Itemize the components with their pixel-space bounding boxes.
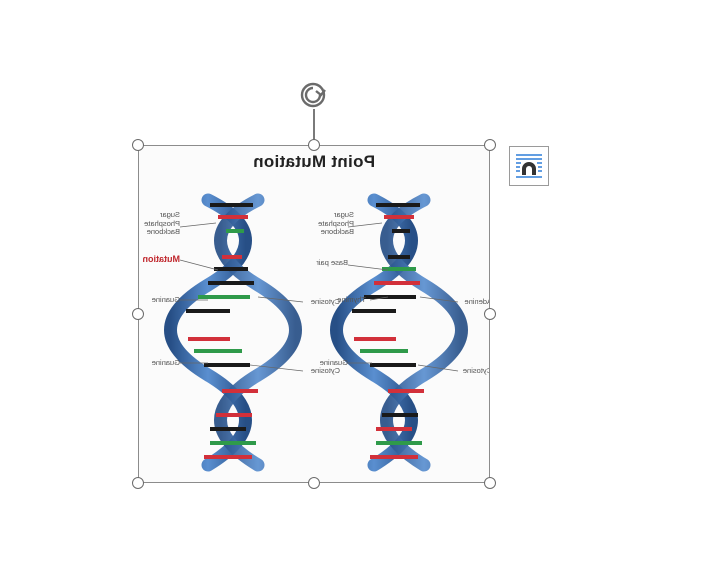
label-base-pair: Base pair — [316, 258, 348, 267]
rotate-handle-icon[interactable] — [299, 80, 329, 110]
resize-handle-bottom-right[interactable] — [484, 477, 496, 489]
layout-options-icon — [516, 154, 542, 178]
rotate-stem — [313, 109, 315, 145]
resize-handle-left[interactable] — [132, 308, 144, 320]
diagram-title: Point Mutation — [252, 152, 376, 171]
label-cytosine-left-2: Cytosine — [310, 366, 340, 375]
label-thymine: Thymine — [337, 295, 366, 304]
helix-right — [330, 193, 468, 472]
resize-handle-top-left[interactable] — [132, 139, 144, 151]
label-backbone-left: Sugar Phosphate Backbone — [144, 210, 180, 236]
resize-handle-bottom-left[interactable] — [132, 477, 144, 489]
label-cytosine-right: Cytosine — [462, 366, 490, 375]
resize-handle-right[interactable] — [484, 308, 496, 320]
layout-options-button[interactable] — [509, 146, 549, 186]
leader-lines — [179, 222, 459, 372]
selected-picture[interactable]: Point Mutation Sugar Phosphate Backbone … — [138, 145, 490, 483]
label-guanine-left-2: Guanine — [151, 358, 180, 367]
helix-left — [164, 193, 302, 472]
label-backbone-right: Sugar Phosphate Backbone — [318, 210, 354, 236]
label-adenine: Adenine — [464, 297, 490, 306]
label-mutation: Mutation — [142, 254, 181, 264]
resize-handle-top-right[interactable] — [484, 139, 496, 151]
resize-handle-bottom[interactable] — [308, 477, 320, 489]
dna-diagram-graphic — [164, 193, 468, 472]
label-guanine-right: Guanine — [319, 358, 348, 367]
resize-handle-top[interactable] — [308, 139, 320, 151]
label-guanine-left-1: Guanine — [151, 295, 180, 304]
